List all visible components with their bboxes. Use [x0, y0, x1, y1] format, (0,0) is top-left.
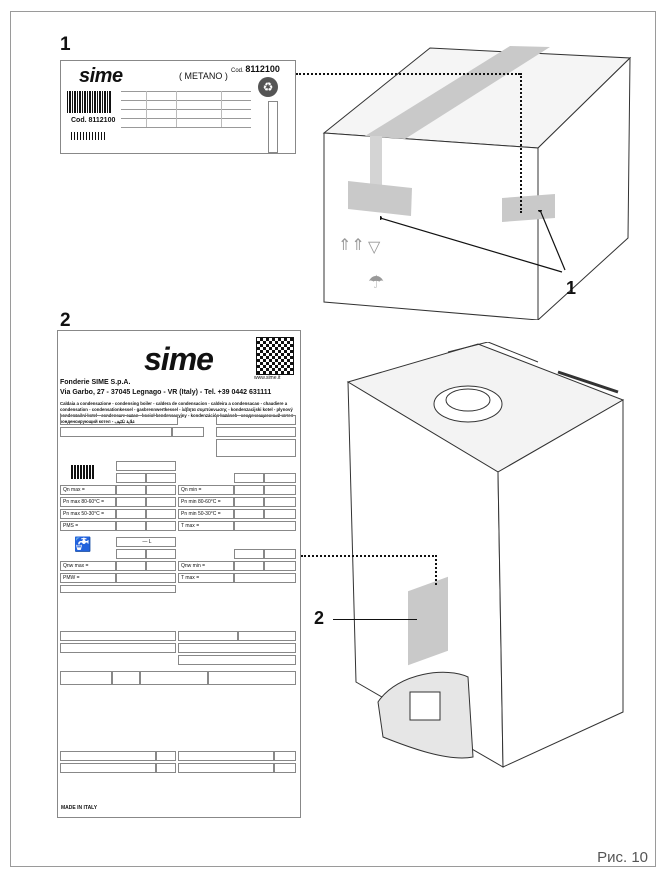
- barcode-small: [71, 132, 107, 140]
- callout-number-2: 2: [314, 608, 325, 628]
- boiler-rating-plate: sime www.sime.it Fonderie SIME S.p.A. Vi…: [57, 330, 301, 818]
- side-marks: [268, 101, 278, 153]
- leader-line: [520, 73, 522, 213]
- qn-max: Qn max =: [60, 485, 116, 495]
- svg-text:▽: ▽: [368, 239, 381, 256]
- cod-prefix: Cod.: [231, 68, 244, 74]
- t-max-2: T max =: [178, 573, 234, 583]
- cod-value: 8112100: [245, 64, 280, 74]
- callout-2-line: [333, 619, 417, 620]
- pn-min-8060: Pn min 80-60°C =: [178, 497, 234, 507]
- spec-table: [121, 91, 251, 128]
- website: www.sime.it: [254, 375, 281, 381]
- svg-text:⇑⇑: ⇑⇑: [338, 237, 365, 254]
- made-in: MADE IN ITALY: [61, 805, 98, 811]
- box-label: sime ( METANO ) Cod. 8112100 ♻ Cod. 8112…: [60, 60, 296, 154]
- pn-max-8060: Pn max 80-60°C =: [60, 497, 116, 507]
- callout-1-arrows: [380, 210, 566, 273]
- leader-line: [435, 555, 437, 585]
- qn-min: Qn min =: [178, 485, 234, 495]
- leader-line: [301, 555, 437, 557]
- company-name: Fonderie SIME S.p.A.: [60, 379, 131, 386]
- figure-caption: Рис. 10: [597, 849, 648, 866]
- pms: PMS =: [60, 521, 116, 531]
- product-code: Cod. 8112100: [231, 64, 280, 74]
- pn-min-5030: Pn min 50-30°C =: [178, 509, 234, 519]
- carton-box-drawing: ⇑⇑ ▽ ☂: [322, 46, 632, 320]
- svg-text:☂: ☂: [368, 272, 384, 292]
- company-address: Via Garbo, 27 - 37045 Legnago - VR (Ital…: [60, 389, 272, 396]
- product-code-small: Cod. 8112100: [71, 117, 116, 124]
- tap-icon: 🚰: [74, 536, 92, 552]
- brand-logo: sime: [79, 65, 123, 87]
- qr-code: [256, 337, 294, 375]
- barcode: [67, 91, 111, 113]
- gas-type: ( METANO ): [179, 71, 228, 81]
- brand-logo: sime: [144, 341, 214, 377]
- radiator-icon: [71, 465, 95, 479]
- figure-frame: [10, 11, 656, 867]
- leader-line: [296, 73, 520, 75]
- callout-number-1: 1: [566, 278, 577, 298]
- section-number-2: 2: [60, 310, 71, 331]
- qnw-min: Qnw min =: [178, 561, 234, 571]
- section-number-1: 1: [60, 34, 71, 55]
- pmw: PMW =: [60, 573, 116, 583]
- boiler-drawing: [346, 342, 625, 768]
- label-location-marker: [408, 576, 448, 666]
- t-max: T max =: [178, 521, 234, 531]
- liters: — L: [116, 537, 176, 547]
- recycle-icon: ♻: [258, 77, 278, 97]
- qnw-max: Qnw max =: [60, 561, 116, 571]
- pn-max-5030: Pn max 50-30°C =: [60, 509, 116, 519]
